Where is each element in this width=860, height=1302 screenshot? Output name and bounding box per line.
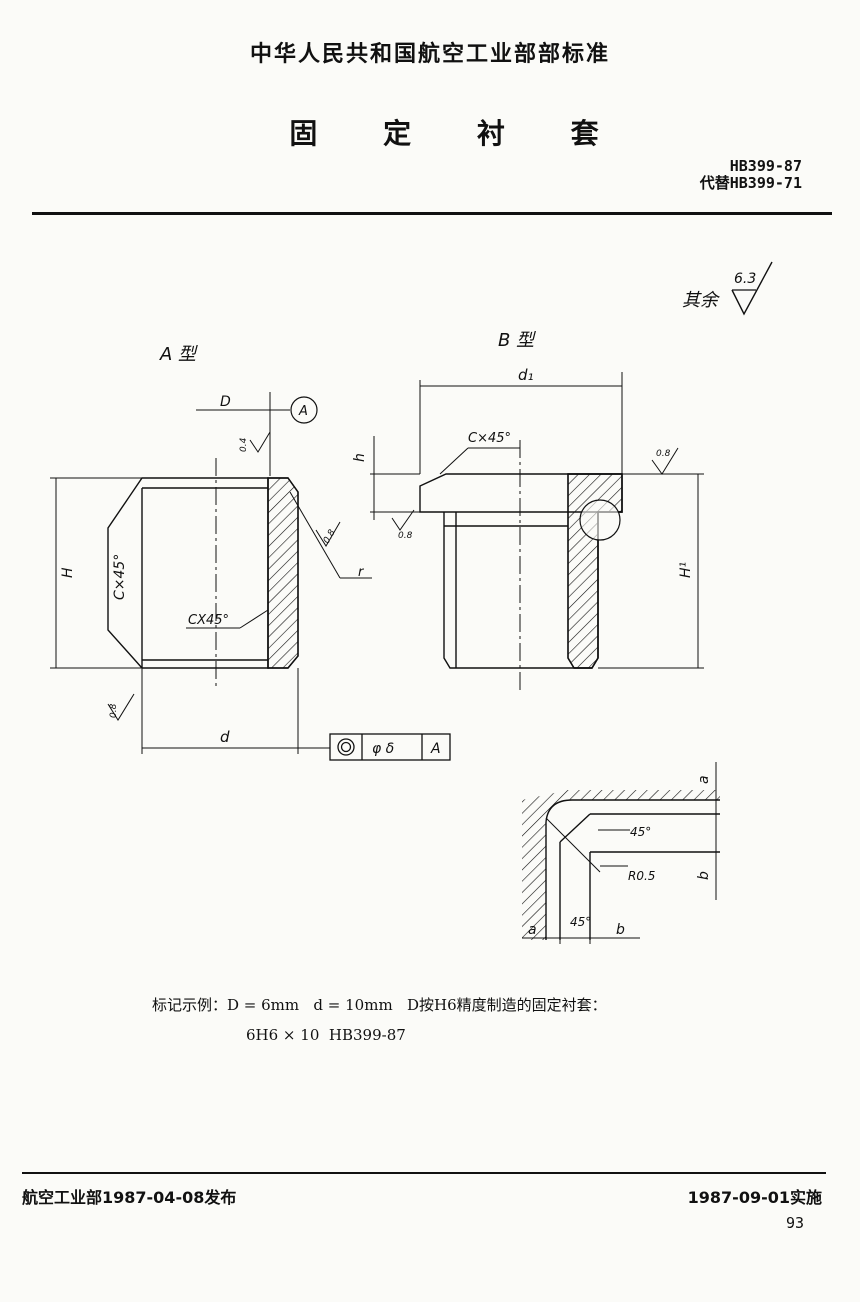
type-b-view [370,372,704,690]
standard-number-block: HB399-87 代替HB399-71 [700,158,802,192]
detail-dim-b-right: b [696,871,712,880]
issue-date: 航空工业部1987-04-08发布 [22,1188,237,1207]
roughness-note-label: 其余 [682,290,720,311]
tolerance-datum: A [430,741,441,757]
dimension-h: h [352,453,368,462]
detail-dim-b-bottom: b [616,922,625,938]
type-a-label: A 型 [159,344,198,365]
detail-dim-a-right: a [696,775,712,784]
general-roughness-note: 其余 6.3 [682,261,773,316]
dimension-d1: d₁ [518,366,534,384]
dimension-d: d [220,728,230,746]
chamfer-label-a-side: C×45° [112,554,128,600]
roughness-08-b-left: 0.8 [398,531,413,541]
replaces-standard: 代替HB399-71 [699,174,802,192]
marking-example-line2: 6H6 × 10 HB399-87 [246,1026,406,1044]
detail-dim-a-bottom: a [528,922,537,938]
marking-example-line1: 标记示例：D = 6mm d = 10mm D按H6精度制造的固定衬套： [152,996,607,1014]
roughness-04: 0.4 [239,437,249,452]
tolerance-value: φ δ [372,741,394,757]
document-title: 固 定 衬 套 [289,117,627,150]
dimension-H1: H¹ [678,562,694,578]
organization-title: 中华人民共和国航空工业部部标准 [249,42,610,67]
dimension-D: D [220,394,231,410]
effective-date: 1987-09-01实施 [687,1188,822,1207]
dimension-H: H [60,567,76,578]
type-b-label: B 型 [498,330,536,351]
roughness-note-value: 6.3 [734,271,756,287]
roughness-08-b-top: 0.8 [656,449,671,459]
roughness-08-bottom: 0.8 [109,703,119,718]
header-rule [32,212,832,215]
footer-rule [22,1172,826,1174]
page-number: 93 [785,1214,804,1232]
standard-number: HB399-87 [729,157,802,175]
tolerance-frame [329,733,451,761]
detail-radius: R0.5 [628,869,655,883]
type-a-view [50,392,372,754]
chamfer-label-b: C×45° [468,431,511,446]
detail-angle-45-lower: 45° [570,915,591,929]
chamfer-label-a: CX45° [188,613,229,628]
detail-angle-45-upper: 45° [630,825,651,839]
radius-r-label: r [358,565,365,580]
detail-view [522,762,720,944]
datum-a-bubble: A [298,404,308,419]
